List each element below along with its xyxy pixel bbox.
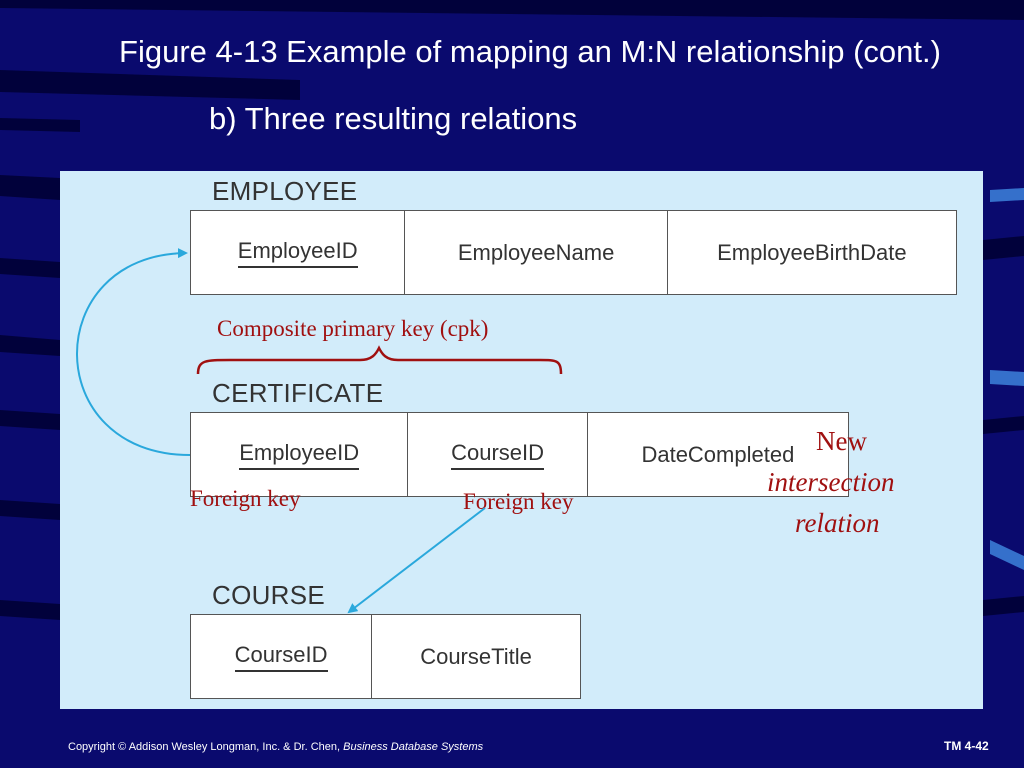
footer-page-number: TM 4-42	[944, 739, 989, 753]
certificate-table: EmployeeID CourseID DateCompleted	[190, 412, 849, 497]
new-intersection-note-line2: intersection	[767, 467, 895, 497]
course-attr-coursetitle: CourseTitle	[420, 643, 532, 669]
employee-attr-employeeid: EmployeeID	[191, 211, 406, 294]
certificate-attr-datecompleted: DateCompleted	[641, 441, 795, 467]
slide-subtitle: b) Three resulting relations	[209, 101, 578, 136]
employee-table: EmployeeID EmployeeName EmployeeBirthDat…	[190, 210, 957, 295]
new-intersection-note-line3: relation	[795, 508, 880, 538]
footer-book-title: Business Database Systems	[343, 741, 484, 753]
employee-attr-employeebirthdate: EmployeeBirthDate	[717, 239, 907, 265]
foreign-key-annotation-employee: Foreign key	[190, 486, 301, 511]
course-table: CourseID CourseTitle	[190, 614, 581, 699]
cpk-annotation: Composite primary key (cpk)	[217, 316, 489, 341]
certificate-relation-name: CERTIFICATE	[212, 378, 384, 408]
footer-copyright: Copyright © Addison Wesley Longman, Inc.…	[68, 741, 484, 753]
slide-title: Figure 4-13 Example of mapping an M:N re…	[119, 34, 941, 69]
course-attr-courseid: CourseID	[191, 615, 373, 698]
employee-relation-name: EMPLOYEE	[212, 176, 358, 206]
new-intersection-note-line1: New	[816, 426, 867, 456]
course-relation-name: COURSE	[212, 580, 326, 610]
certificate-attr-employeeid: EmployeeID	[191, 413, 409, 496]
foreign-key-annotation-course: Foreign key	[463, 489, 574, 514]
employee-attr-employeename: EmployeeName	[405, 211, 668, 294]
certificate-attr-courseid: CourseID	[408, 413, 588, 496]
